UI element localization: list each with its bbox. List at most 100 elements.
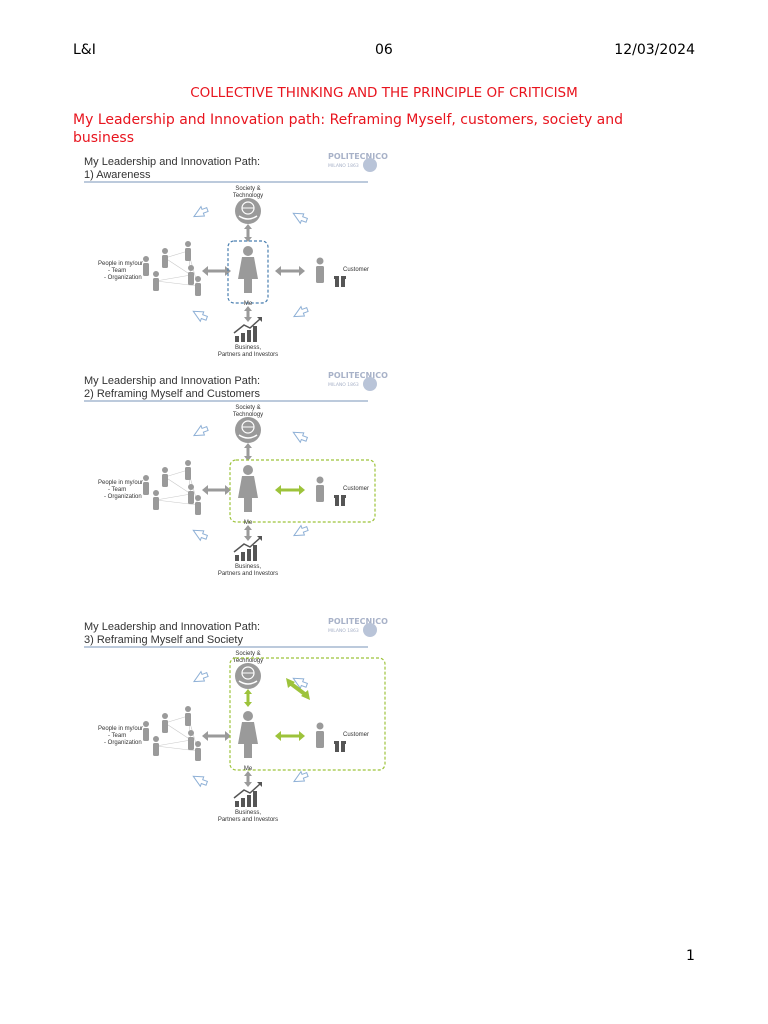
me-person-icon (238, 246, 258, 293)
person-icon (153, 736, 159, 756)
customer-person-icon (316, 476, 324, 502)
diagonal-arrow-icon (192, 205, 309, 323)
header-lesson-number: 06 (375, 42, 393, 58)
svg-text:POLITECNICO: POLITECNICO (328, 153, 388, 161)
page-number: 1 (686, 948, 695, 964)
slide-title: My Leadership and Innovation Path: (84, 156, 260, 168)
seal-icon (363, 158, 377, 172)
people-network (143, 241, 201, 296)
svg-text:Partners and Investors: Partners and Investors (218, 817, 278, 823)
vertical-arrow-icon (244, 306, 252, 322)
svg-text:Me: Me (244, 520, 253, 526)
svg-text:Society &: Society & (235, 651, 260, 657)
person-icon (162, 713, 168, 733)
horizontal-arrow-icon (275, 731, 305, 741)
globe-hand-icon (235, 417, 261, 443)
svg-text:- Team: - Team (108, 733, 126, 739)
svg-text:Technology: Technology (233, 412, 263, 418)
svg-text:Customer: Customer (343, 267, 369, 273)
svg-text:Society &: Society & (235, 186, 260, 192)
politecnico-logo: POLITECNICO MILANO 1863 (328, 153, 388, 172)
people-network (143, 460, 201, 515)
politecnico-logo: POLITECNICO MILANO 1863 (328, 618, 388, 637)
person-icon (143, 721, 149, 741)
gift-icon (334, 276, 346, 287)
horizontal-arrow-icon (202, 266, 231, 276)
seal-icon (363, 623, 377, 637)
svg-text:Business,: Business, (235, 564, 261, 570)
svg-text:MILANO 1863: MILANO 1863 (328, 382, 359, 388)
slide-reframing-society: My Leadership and Innovation Path: 3) Re… (78, 618, 438, 828)
person-icon (188, 730, 194, 750)
svg-text:POLITECNICO: POLITECNICO (328, 372, 388, 380)
diagonal-arrow-icon (192, 424, 309, 542)
svg-text:Customer: Customer (343, 486, 369, 492)
person-icon (143, 256, 149, 276)
slide-title: My Leadership and Innovation Path: (84, 375, 260, 387)
slide-title: My Leadership and Innovation Path: (84, 621, 260, 633)
person-icon (185, 460, 191, 480)
person-icon (188, 265, 194, 285)
person-icon (162, 467, 168, 487)
svg-text:- Team: - Team (108, 268, 126, 274)
svg-text:People in my/our: People in my/our (98, 726, 143, 732)
header-date: 12/03/2024 (614, 42, 695, 58)
vertical-arrow-icon (244, 443, 252, 461)
vertical-arrow-icon (244, 689, 252, 707)
svg-text:- Team: - Team (108, 487, 126, 493)
svg-text:Business,: Business, (235, 345, 261, 351)
horizontal-arrow-icon (275, 266, 305, 276)
svg-text:- Organization: - Organization (104, 275, 142, 281)
vertical-arrow-icon (244, 771, 252, 787)
diagonal-arrow-icon (192, 670, 309, 788)
person-icon (195, 276, 201, 296)
politecnico-logo: POLITECNICO MILANO 1863 (328, 372, 388, 391)
globe-hand-icon (235, 663, 261, 689)
seal-icon (363, 377, 377, 391)
people-network (143, 706, 201, 761)
vertical-arrow-icon (244, 525, 252, 541)
person-icon (195, 495, 201, 515)
svg-text:Society &: Society & (235, 405, 260, 411)
svg-text:Business,: Business, (235, 810, 261, 816)
customer-person-icon (316, 257, 324, 283)
svg-text:Partners and Investors: Partners and Investors (218, 571, 278, 577)
slide-step-label: 2) Reframing Myself and Customers (84, 388, 261, 400)
svg-text:People in my/our: People in my/our (98, 261, 143, 267)
svg-text:POLITECNICO: POLITECNICO (328, 618, 388, 626)
person-icon (188, 484, 194, 504)
person-icon (162, 248, 168, 268)
svg-text:People in my/our: People in my/our (98, 480, 143, 486)
person-icon (195, 741, 201, 761)
horizontal-arrow-icon (202, 731, 231, 741)
svg-text:Me: Me (244, 301, 253, 307)
diagonal-arrow-icon (286, 678, 310, 700)
svg-text:Technology: Technology (233, 193, 263, 199)
slide-step-label: 3) Reframing Myself and Society (84, 634, 243, 646)
document-subtitle: My Leadership and Innovation path: Refra… (73, 112, 624, 146)
slide-reframing-customers: My Leadership and Innovation Path: 2) Re… (78, 372, 438, 582)
svg-text:MILANO 1863: MILANO 1863 (328, 163, 359, 169)
growth-chart-icon (233, 317, 262, 342)
svg-text:Partners and Investors: Partners and Investors (218, 352, 278, 358)
svg-text:MILANO 1863: MILANO 1863 (328, 628, 359, 634)
person-icon (143, 475, 149, 495)
globe-hand-icon (235, 198, 261, 224)
svg-text:Technology: Technology (233, 658, 263, 664)
slide-step-label: 1) Awareness (84, 169, 151, 181)
me-person-icon (238, 711, 258, 758)
gift-icon (334, 495, 346, 506)
vertical-arrow-icon (244, 224, 252, 242)
gift-icon (334, 741, 346, 752)
svg-text:- Organization: - Organization (104, 740, 142, 746)
horizontal-arrow-icon (275, 485, 305, 495)
document-title: COLLECTIVE THINKING AND THE PRINCIPLE OF… (190, 85, 578, 101)
svg-text:- Organization: - Organization (104, 494, 142, 500)
growth-chart-icon (233, 536, 262, 561)
header-course: L&I (73, 42, 96, 58)
person-icon (153, 490, 159, 510)
person-icon (185, 241, 191, 261)
person-icon (153, 271, 159, 291)
me-person-icon (238, 465, 258, 512)
horizontal-arrow-icon (202, 485, 231, 495)
